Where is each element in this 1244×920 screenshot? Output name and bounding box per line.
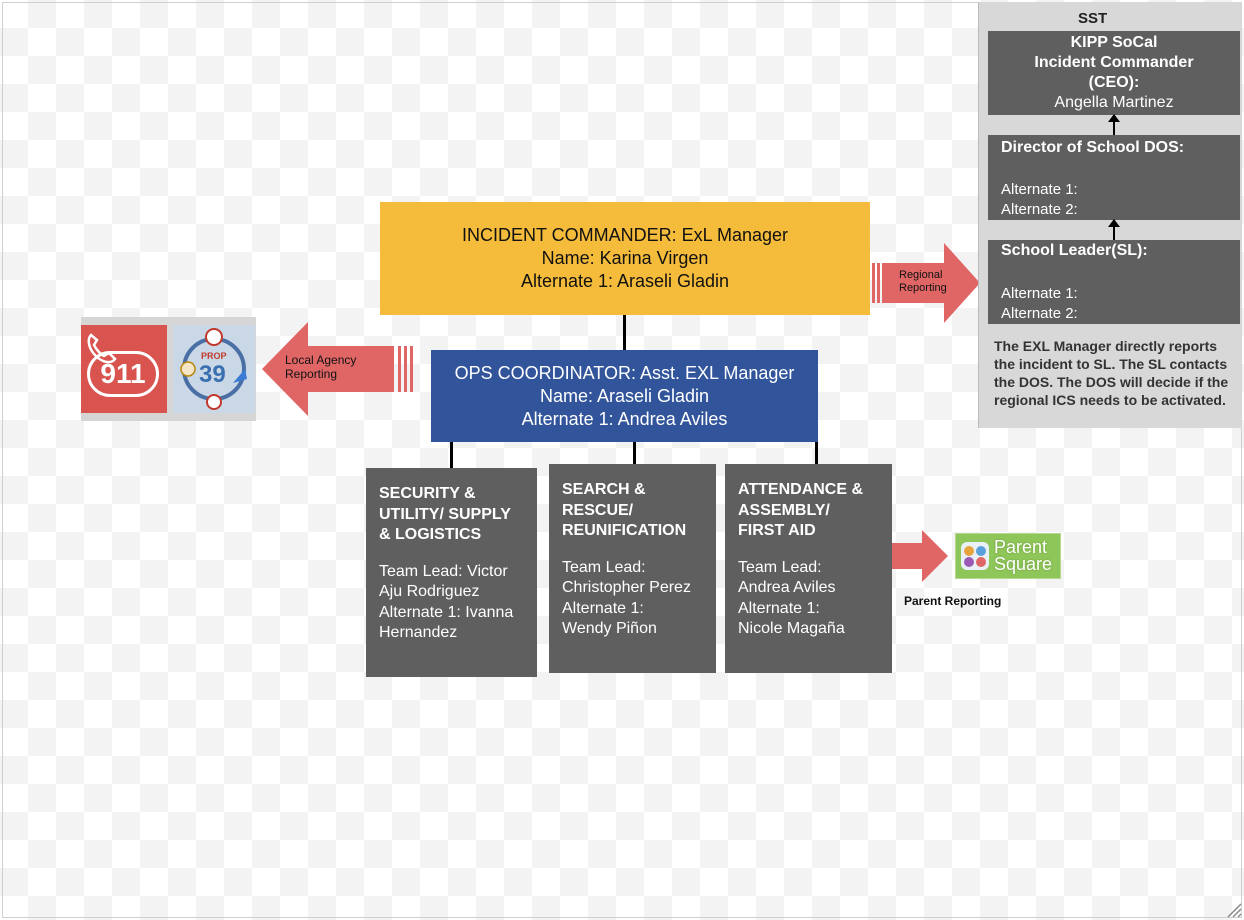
incident-commander-box[interactable]: INCIDENT COMMANDER: ExL Manager Name: Ka… <box>380 202 870 315</box>
emergency-911-badge: 911 <box>81 325 167 413</box>
team-alternate-name: Hernandez <box>379 624 458 641</box>
emergency-number: 911 <box>87 351 159 397</box>
arrow-label-line: Regional <box>899 269 943 281</box>
prop-label: PROP <box>201 351 227 361</box>
sst-leader-title: School Leader(SL): <box>1001 242 1148 259</box>
sst-leader-alt2: Alternate 2: <box>1001 305 1078 322</box>
arrow-label-line: Reporting <box>285 367 338 381</box>
team-title-line: ATTENDANCE & <box>738 481 864 498</box>
team-title-line: FIRST AID <box>738 522 816 539</box>
sst-commander-name: Angella Martinez <box>1054 94 1174 111</box>
team-title-line: SEARCH & <box>562 481 646 498</box>
ops-coordinator-alternate: Alternate 1: Andrea Aviles <box>521 408 728 429</box>
ops-coordinator-box[interactable]: OPS COORDINATOR: Asst. EXL Manager Name:… <box>431 350 818 442</box>
prop-39-badge: PROP 39 <box>173 325 255 413</box>
sst-description: The EXL Manager directly reports the inc… <box>994 338 1229 408</box>
team-alternate-label: Alternate 1: <box>562 599 644 617</box>
team-lead-name: Christopher Perez <box>562 579 691 596</box>
team-title-line: SECURITY & <box>379 485 476 502</box>
parent-reporting-arrow <box>892 530 948 582</box>
team-title-line: REUNIFICATION <box>562 522 687 539</box>
team-alternate-label: Alternate 1: Ivanna <box>379 603 514 621</box>
team-alternate-name: Nicole Magaña <box>738 620 845 637</box>
sst-heading: SST <box>1078 10 1108 27</box>
team-alternate-name: Wendy Piñon <box>562 620 657 637</box>
resize-grip-icon[interactable] <box>1226 902 1242 918</box>
connector-ic-ops <box>623 315 626 350</box>
arrow-label-line: Reporting <box>899 282 947 294</box>
parent-reporting-label: Parent Reporting <box>904 594 1002 608</box>
team-box-attendance[interactable]: ATTENDANCE & ASSEMBLY/ FIRST AID Team Le… <box>725 464 892 673</box>
connector-ops-team-2 <box>633 442 636 464</box>
parent-square-text: Parent <box>994 537 1048 557</box>
team-title: ATTENDANCE & ASSEMBLY/ FIRST AID <box>738 480 880 542</box>
team-body: Team Lead: Andrea Aviles Alternate 1: Ni… <box>738 558 880 640</box>
team-title-line: RESCUE/ <box>562 501 634 519</box>
incident-commander-title: INCIDENT COMMANDER: ExL Manager <box>461 225 789 245</box>
team-lead-name: Andrea Aviles <box>738 579 836 596</box>
sst-commander-box[interactable]: KIPP SoCal Incident Commander (CEO): Ang… <box>988 31 1240 115</box>
parent-square-icon <box>961 542 989 570</box>
emergency-logo-group: 911 PROP 39 <box>81 317 256 421</box>
incident-commander-alternate: Alternate 1: Araseli Gladin <box>520 271 730 291</box>
team-box-security[interactable]: SECURITY & UTILITY/ SUPPLY & LOGISTICS T… <box>366 468 537 677</box>
team-box-search-rescue[interactable]: SEARCH & RESCUE/ REUNIFICATION Team Lead… <box>549 464 716 673</box>
team-lead-name: Aju Rodriguez <box>379 583 480 600</box>
team-body: Team Lead: Victor Aju Rodriguez Alternat… <box>379 562 525 644</box>
sst-arrowhead-1 <box>1108 114 1120 122</box>
arrow-label-line: Local Agency <box>285 353 357 367</box>
sst-commander-line: Incident Commander <box>1034 54 1194 71</box>
team-lead-label: Team Lead: <box>562 558 646 576</box>
prop-number: 39 <box>199 361 226 388</box>
regional-arrow <box>872 243 980 323</box>
parent-square-text: Square <box>994 554 1053 574</box>
sst-school-leader-box[interactable]: School Leader(SL): Alternate 1: Alternat… <box>988 240 1240 324</box>
team-alternate-label: Alternate 1: <box>738 599 820 617</box>
sst-arrowhead-2 <box>1108 219 1120 227</box>
team-lead-label: Team Lead: Victor <box>379 562 508 580</box>
sst-director-box[interactable]: Director of School DOS: Alternate 1: Alt… <box>988 135 1240 220</box>
team-title: SEARCH & RESCUE/ REUNIFICATION <box>562 480 704 542</box>
connector-ops-team-3 <box>815 442 818 464</box>
team-title-line: ASSEMBLY/ <box>738 501 830 519</box>
sst-leader-alt1: Alternate 1: <box>1001 285 1078 302</box>
sst-connector-1 <box>1113 115 1115 135</box>
team-lead-label: Team Lead: <box>738 558 822 576</box>
prop-39-emblem <box>180 328 247 410</box>
team-title-line: UTILITY/ SUPPLY <box>379 505 511 523</box>
team-body: Team Lead: Christopher Perez Alternate 1… <box>562 558 704 640</box>
ops-coordinator-title: OPS COORDINATOR: Asst. EXL Manager <box>454 362 795 383</box>
ops-coordinator-name: Name: Araseli Gladin <box>539 385 710 406</box>
team-title-line: & LOGISTICS <box>379 526 482 543</box>
parent-square-logo: Parent Square <box>955 533 1061 579</box>
team-title: SECURITY & UTILITY/ SUPPLY & LOGISTICS <box>379 484 525 546</box>
sst-director-title: Director of School DOS: <box>1001 139 1185 156</box>
sst-commander-line: (CEO): <box>1088 74 1140 91</box>
sst-connector-2 <box>1113 220 1115 240</box>
local-agency-arrow <box>262 322 413 416</box>
regional-label: Regional Reporting <box>899 269 947 295</box>
incident-commander-name: Name: Karina Virgen <box>541 248 709 268</box>
connector-ops-team-1 <box>450 442 453 468</box>
sst-commander-line: KIPP SoCal <box>1070 34 1158 51</box>
sst-director-alt1: Alternate 1: <box>1001 181 1078 198</box>
local-agency-label: Local Agency Reporting <box>285 353 356 381</box>
sst-director-alt2: Alternate 2: <box>1001 201 1078 218</box>
phone-icon <box>87 333 117 364</box>
